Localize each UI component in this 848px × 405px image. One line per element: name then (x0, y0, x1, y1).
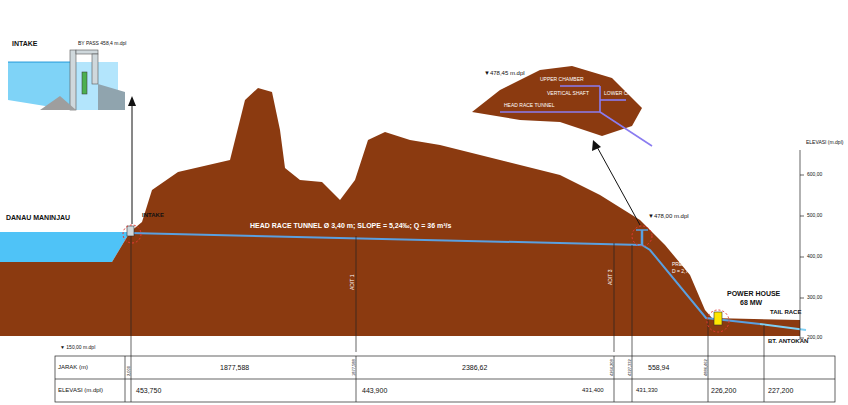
surge-chamber (636, 229, 648, 231)
table-cell: JARAK (m) (58, 364, 88, 371)
station-line (764, 325, 765, 402)
table-cell: 227,200 (768, 387, 793, 395)
station-number: 4264,208 (610, 359, 614, 376)
level-note: BY PASS 458,4 m.dpl (78, 41, 126, 47)
tail-race (760, 324, 806, 330)
pointer-arrow (596, 145, 640, 225)
river-name: BT. ANTOKAN (768, 338, 808, 345)
axis-value: 500,00 (807, 213, 822, 219)
part-name: TAIL RACE (770, 309, 801, 316)
part-name: POWER HOUSE (727, 290, 780, 298)
arrow-head (128, 96, 136, 106)
pressure-shaft (642, 245, 760, 324)
level-note: ▼478,45 m.dpl (484, 70, 525, 77)
power-house (714, 312, 722, 325)
intake-structure (127, 226, 134, 236)
table-cell: 226,200 (711, 387, 736, 395)
data-table (55, 356, 835, 402)
station-number: 4327,332 (628, 359, 632, 376)
station-number: 4886,462 (704, 359, 708, 376)
adit-line (356, 236, 357, 352)
mountain-profile (0, 88, 800, 336)
table-cell: 453,750 (136, 387, 161, 395)
tunnel-spec: HEAD RACE TUNNEL Ø 3,40 m; SLOPE = 5,24‰… (250, 222, 451, 230)
axis-title: ELEVASI (m.dpl) (806, 140, 843, 146)
table-cell: 2386,62 (462, 364, 487, 372)
axis-value: 300,00 (807, 295, 822, 301)
axis-value: 600,00 (807, 172, 822, 178)
table-cell: 1877,588 (220, 364, 249, 372)
station-number: 2,000 (127, 366, 131, 376)
inset-title: INTAKE (12, 40, 38, 48)
pointer-arrow (132, 100, 133, 224)
part-name: VERTICAL SHAFT (547, 91, 589, 97)
lake-water (0, 232, 130, 262)
part-name: LOWER CHAMBER (604, 91, 649, 97)
adit-name: ADIT 3 (608, 270, 614, 285)
part-name: PRESSURE SHAFT (672, 262, 717, 268)
arrow-head (592, 140, 601, 151)
table-cell: ELEVASI (m.dpl) (58, 387, 103, 394)
table-cell: 431,400 (582, 387, 604, 394)
surge-inset (472, 66, 652, 146)
axis-value: 400,00 (807, 254, 822, 260)
part-name: UPPER CHAMBER (540, 77, 584, 83)
table-cell: 443,900 (362, 387, 387, 395)
detail-circle (707, 310, 729, 332)
capacity-note: 68 MW (740, 299, 762, 307)
detail-circle (632, 226, 652, 246)
intake-inset (8, 50, 125, 110)
surge-shaft (641, 230, 644, 246)
part-name: INTAKE (142, 212, 164, 219)
axis-value: 200,00 (807, 335, 822, 341)
level-note: ▼478,00 m.dpl (648, 213, 689, 220)
detail-circle (123, 225, 141, 243)
adit-line (614, 243, 615, 352)
head-race-tunnel (130, 233, 642, 245)
table-cell: 431,330 (636, 387, 658, 394)
level-note: ▼ 150,00 m.dpl (60, 345, 95, 351)
dimension: D = 2,700 m (672, 269, 699, 275)
station-line (632, 245, 633, 402)
lake-name: DANAU MANINJAU (6, 214, 70, 222)
table-cell: 558,94 (648, 364, 669, 372)
station-number: 1877,588 (352, 359, 356, 376)
part-name: HEAD RACE TUNNEL (504, 103, 554, 109)
adit-name: ADIT 1 (350, 275, 356, 290)
